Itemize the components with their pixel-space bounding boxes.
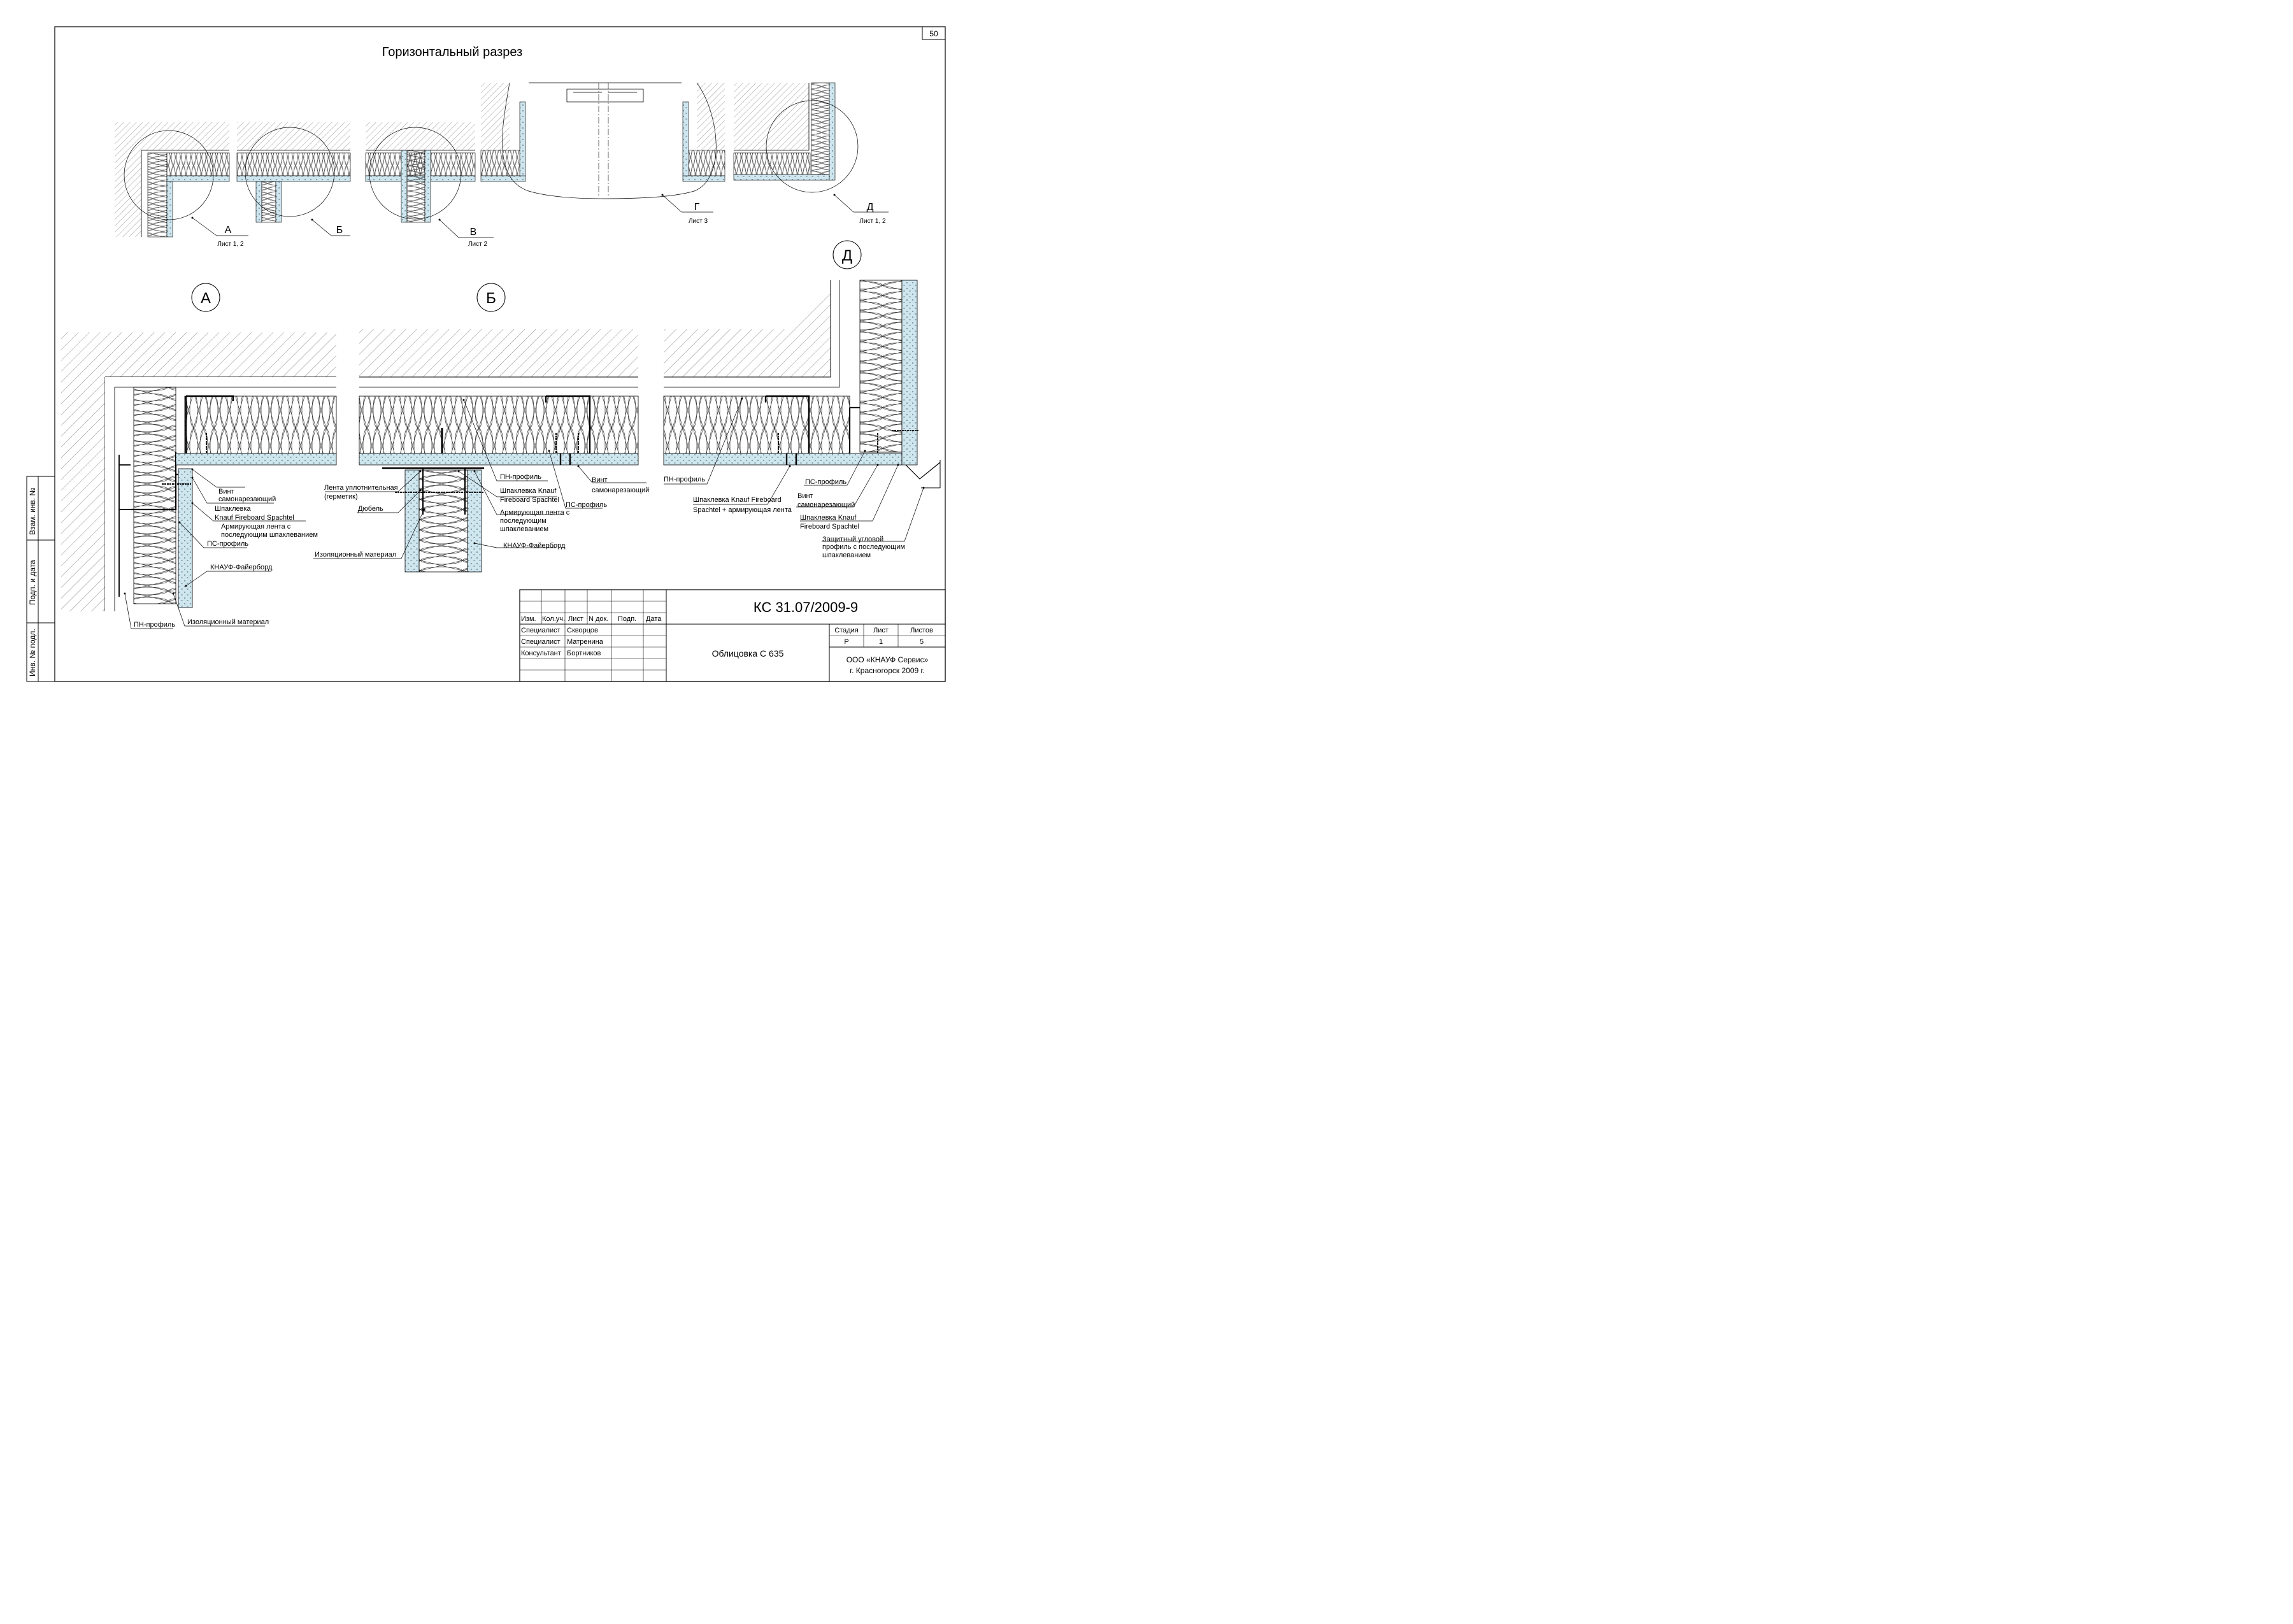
label-d-shpk2: Fireboard Spachtel — [800, 523, 859, 531]
tb-h-data: Дата — [646, 615, 662, 623]
tb-name-3: Бортников — [567, 650, 601, 657]
label-a-lenta2: последующим шпаклеванием — [221, 531, 318, 539]
marker-d-sheet: Лист 1, 2 — [859, 218, 886, 225]
label-b-lenta: Лента уплотнительная — [324, 484, 398, 492]
page-title: Горизонтальный разрез — [382, 45, 523, 59]
sheet-frame — [54, 26, 946, 682]
overview-b: Б — [236, 122, 351, 236]
detail-a-circle — [191, 283, 220, 312]
detail-b-section — [359, 329, 639, 573]
label-b-vint2: самонарезающий — [592, 487, 649, 494]
overview-a: А Лист 1, 2 — [115, 122, 248, 248]
label-b-iso: Изоляционный материал — [315, 551, 396, 559]
tb-stage-label: Стадия — [834, 627, 859, 634]
detail-b-letter: Б — [486, 290, 496, 307]
label-d-ps: ПС-профиль — [805, 478, 846, 486]
detail-b-circle — [476, 283, 506, 312]
marker-b-letter: Б — [336, 225, 343, 236]
detail-d-section — [663, 280, 941, 488]
label-b-shpak: Шпаклевка Knauf — [500, 487, 557, 495]
stamp-zam-inv: Взам. инв. № — [28, 488, 37, 535]
label-a-shpak: Шпаклевка — [215, 505, 252, 513]
marker-v-letter: В — [470, 227, 477, 238]
marker-a-letter: А — [225, 225, 232, 236]
label-d-shpk: Шпаклевка Knauf — [800, 514, 857, 522]
marker-a-sheet: Лист 1, 2 — [217, 241, 244, 248]
tb-name-2: Матренина — [567, 638, 604, 646]
tb-h-izm: Изм. — [521, 615, 536, 623]
tb-org-2: г. Красногорск 2009 г. — [850, 666, 925, 675]
detail-a-letter: А — [201, 290, 211, 307]
label-a-pn: ПН-профиль — [134, 621, 175, 629]
label-b-shpak2: Fireboard Spachtel — [500, 496, 559, 504]
label-b-dubel: Дюбель — [358, 505, 383, 513]
tb-sheets: 5 — [920, 638, 924, 646]
tb-h-ndok: N док. — [589, 615, 608, 623]
tb-role-1: Специалист — [521, 627, 561, 634]
label-d-prof: Защитный угловой — [822, 536, 883, 543]
label-a-board: КНАУФ-Файерборд — [210, 564, 273, 571]
tb-role-3: Консультант — [521, 650, 561, 657]
label-a-shpak2: Knauf Fireboard Spachtel — [215, 514, 294, 522]
marker-d-letter: Д — [867, 202, 874, 213]
tb-h-list: Лист — [568, 615, 583, 623]
label-d-pn: ПН-профиль — [664, 476, 705, 483]
overview-g: Г Лист 3 — [480, 82, 725, 225]
label-d-shpak: Шпаклевка Knauf Fireboard — [693, 496, 782, 504]
overview-d: Д Лист 1, 2 — [733, 82, 889, 225]
label-d-vint: Винт — [797, 492, 813, 500]
marker-g-letter: Г — [694, 202, 700, 213]
label-a-iso: Изоляционный материал — [187, 618, 269, 626]
label-b-vint: Винт — [592, 476, 608, 484]
tb-object-name: Облицовка С 635 — [712, 648, 784, 659]
tb-sheet-label: Лист — [873, 627, 889, 634]
detail-d-letter: Д — [842, 247, 852, 264]
label-b-lenta2: (герметик) — [324, 493, 358, 501]
detail-a-section — [61, 332, 337, 611]
label-a-vint: Винт — [218, 488, 234, 495]
tb-h-podp: Подп. — [618, 615, 636, 623]
detail-d-labels: ПН-профиль Шпаклевка Knauf Fireboard Spa… — [664, 397, 925, 559]
label-a-lenta: Армирующая лента с — [221, 523, 291, 531]
label-b-arm3: шпаклеванием — [500, 525, 548, 533]
tb-role-2: Специалист — [521, 638, 561, 646]
label-d-shpak2: Spachtel + армирующая лента — [693, 506, 792, 514]
label-b-arm2: последующим — [500, 517, 546, 525]
tb-sheet: 1 — [879, 638, 883, 646]
side-stamp: Взам. инв. № Подп. и дата Инв. № подл. — [26, 476, 55, 682]
label-a-ps: ПС-профиль — [207, 540, 248, 548]
tb-sheets-label: Листов — [910, 627, 933, 634]
overview-v: В Лист 2 — [365, 122, 494, 248]
tb-stage: Р — [844, 638, 848, 646]
label-b-arm: Армирующая лента с — [500, 509, 570, 516]
drawing-sheet: 50 Взам. инв. № Подп. и дата Инв. № подл… — [26, 26, 946, 682]
stamp-inv-podl: Инв. № подл. — [28, 629, 37, 676]
label-d-vint2: самонарезающий — [797, 501, 855, 509]
sheet-number-box — [922, 26, 946, 40]
marker-g-sheet: Лист 3 — [689, 218, 708, 225]
detail-d-circle — [832, 240, 862, 269]
label-d-prof2: профиль с последующим — [822, 543, 905, 551]
tb-h-kolich: Кол.уч. — [542, 615, 565, 623]
label-d-prof3: шпаклеванием — [822, 552, 871, 559]
label-b-board: КНАУФ-Файерборд — [503, 542, 566, 550]
tb-doc-code: КС 31.07/2009-9 — [754, 599, 858, 615]
stamp-podp-data: Подп. и дата — [28, 560, 37, 605]
sheet-number: 50 — [929, 29, 938, 38]
label-a-vint2: самонарезающий — [218, 495, 276, 503]
detail-a-labels: Винт самонарезающий Шпаклевка Knauf Fire… — [124, 468, 318, 629]
tb-org-1: ООО «КНАУФ Сервис» — [846, 655, 929, 664]
label-b-pn: ПН-профиль — [500, 473, 541, 481]
marker-v-sheet: Лист 2 — [468, 241, 488, 248]
tb-name-1: Скворцов — [567, 627, 598, 634]
detail-b-labels: Лента уплотнительная (герметик) Дюбель И… — [313, 399, 649, 559]
title-block: Изм. Кол.уч. Лист N док. Подп. Дата Спец… — [519, 589, 946, 682]
label-b-ps: ПС-профиль — [566, 501, 607, 509]
